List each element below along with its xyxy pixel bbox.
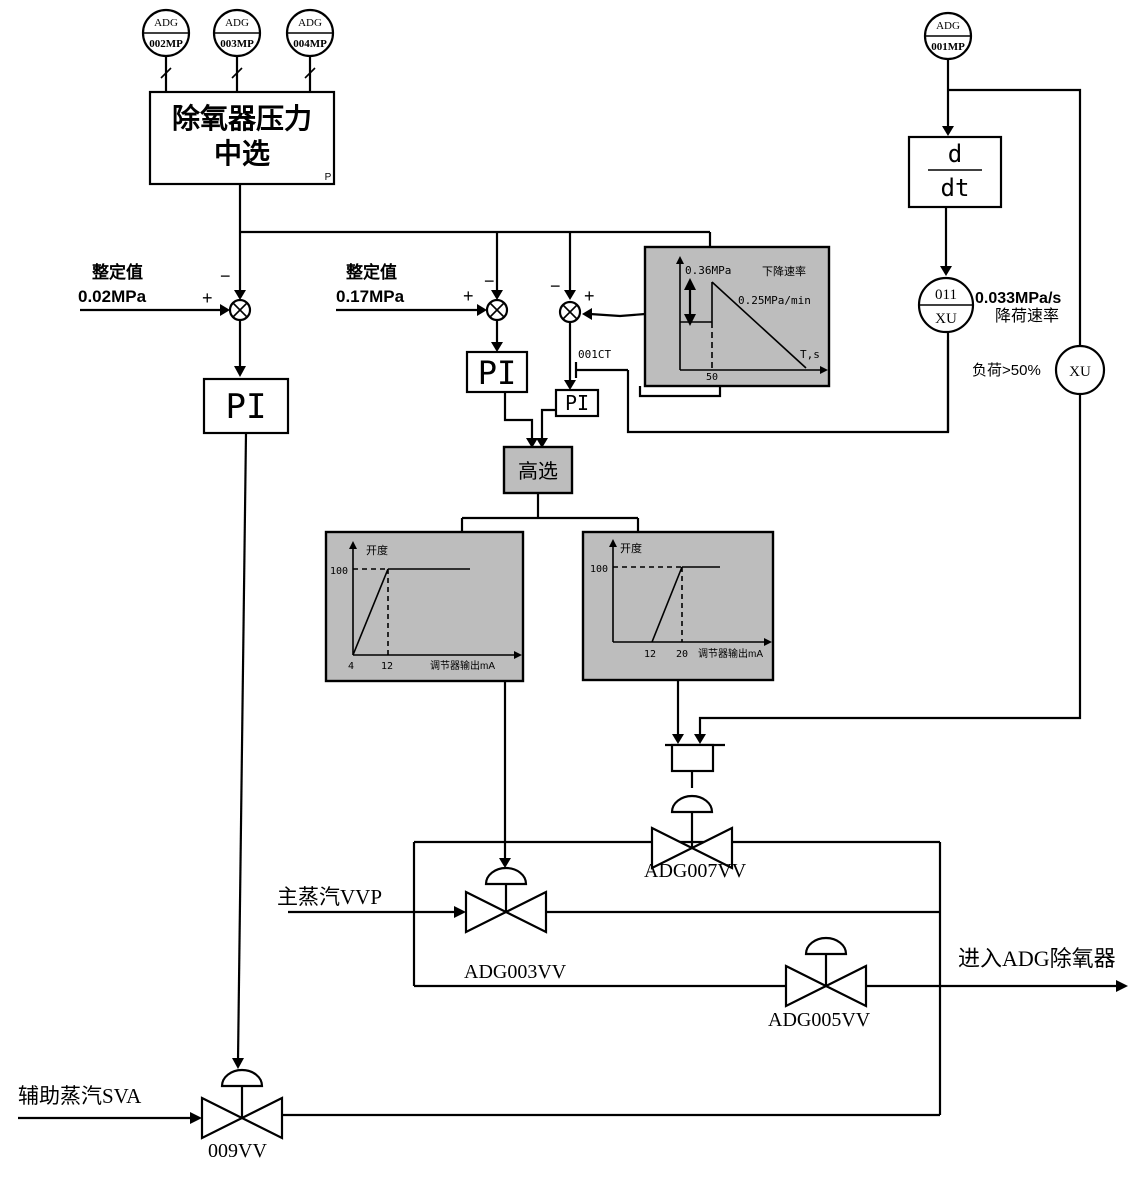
median-select-block: 除氧器压力 中选 P — [148, 90, 336, 186]
valve-curve-chart-2: 开度 100 12 20 调节器输出mA — [581, 530, 775, 682]
load-condition: 负荷>50% — [972, 362, 1041, 379]
ramp-y-label: 0.36MPa — [685, 264, 731, 277]
pi-label: PI — [565, 391, 589, 415]
transmitter-004mp: ADG 004MP — [285, 8, 335, 58]
setpoint-2-value: 0.17MPa — [336, 287, 405, 306]
xu-load-block: XU — [1054, 344, 1106, 396]
transmitter-tag-bottom: 001MP — [931, 41, 965, 53]
transmitter-tag-bottom: 002MP — [149, 38, 183, 50]
chart1-y-label: 开度 — [366, 543, 388, 557]
ramp-x-label: T,s — [800, 348, 820, 361]
valve-007-switch — [665, 743, 725, 773]
aux-steam-label: 辅助蒸汽SVA — [18, 1084, 142, 1108]
valve-adg007vv — [650, 794, 734, 870]
ramp-note-line1: 下降速率 — [762, 264, 806, 278]
chart2-y-label: 开度 — [620, 541, 642, 555]
valve-009-label: 009VV — [208, 1140, 267, 1162]
summing-junction-1 — [228, 298, 252, 322]
plus-sign: + — [202, 288, 213, 308]
setpoint-1-label: 整定值 — [92, 262, 143, 282]
minus-sign: − — [550, 276, 561, 296]
plus-sign: + — [463, 286, 474, 306]
derivative-denominator: dt — [941, 174, 970, 202]
rate-note-line1: 0.033MPa/s — [975, 290, 1061, 307]
rate-note-line2: 降荷速率 — [995, 307, 1059, 325]
pi-controller-1: PI — [202, 377, 290, 435]
chart1-x-label: 调节器输出mA — [430, 659, 495, 672]
transmitter-signal-lines — [160, 56, 316, 92]
median-select-corner: P — [325, 172, 332, 183]
minus-sign: − — [220, 266, 231, 286]
high-select-block: 高选 — [502, 445, 574, 495]
setpoint-2-label: 整定值 — [346, 262, 397, 282]
setpoint-1-value: 0.02MPa — [78, 287, 147, 306]
chart2-x-label: 调节器输出mA — [698, 647, 763, 660]
pressure-signal-bus — [234, 184, 712, 300]
chart1-x-tick-2: 12 — [381, 661, 393, 672]
ramp-rate-chart: 0.36MPa T,s 50 下降速率 0.25MPa/min — [643, 245, 831, 388]
transmitter-tag-top: ADG — [154, 17, 178, 29]
transmitter-001mp: ADG 001MP — [923, 11, 973, 61]
ramp-note-line2: 0.25MPa/min — [738, 294, 811, 307]
summing-junction-2 — [485, 298, 509, 322]
summing-junction-3 — [558, 300, 582, 324]
main-steam-label: 主蒸汽VVP — [277, 885, 382, 909]
transmitter-tag-bottom: 004MP — [293, 38, 327, 50]
xu-011-block: 011 XU — [917, 276, 975, 334]
valve-adg005vv — [784, 936, 868, 1008]
xu-load-label: XU — [1069, 364, 1091, 380]
chart2-y-tick: 100 — [590, 564, 608, 575]
transmitter-003mp: ADG 003MP — [212, 8, 262, 58]
valve-007-label: ADG007VV — [644, 860, 747, 882]
valve-adg003vv — [464, 866, 548, 934]
ramp-x-tick: 50 — [706, 372, 718, 383]
transmitter-tag-top: ADG — [225, 17, 249, 29]
valve-009vv — [200, 1068, 284, 1140]
derivative-block: d dt — [907, 135, 1003, 209]
chart1-x-tick-1: 4 — [348, 661, 354, 672]
pi-label: PI — [226, 387, 267, 427]
median-select-subtitle: 中选 — [214, 138, 270, 169]
transmitter-tag-bottom: 003MP — [220, 38, 254, 50]
transmitter-002mp: ADG 002MP — [141, 8, 191, 58]
derivative-numerator: d — [948, 140, 962, 168]
pi-controller-3: PI — [554, 388, 600, 418]
transmitter-tag-top: ADG — [936, 20, 960, 32]
pi-controller-2: PI — [465, 350, 529, 394]
chart2-x-tick-1: 12 — [644, 649, 656, 660]
valve-curve-chart-1: 开度 100 4 12 调节器输出mA — [324, 530, 525, 683]
xu011-top: 011 — [935, 287, 957, 303]
transmitter-tag-top: ADG — [298, 17, 322, 29]
ct-label: 001CT — [578, 348, 611, 361]
chart2-x-tick-2: 20 — [676, 649, 688, 660]
high-select-label: 高选 — [518, 460, 558, 483]
pi-label: PI — [478, 354, 517, 392]
minus-sign: − — [484, 271, 495, 291]
valve-003-label: ADG003VV — [464, 961, 567, 983]
outlet-label: 进入ADG除氧器 — [958, 946, 1116, 971]
piping — [18, 840, 1128, 1124]
median-select-title: 除氧器压力 — [172, 102, 312, 134]
chart1-y-tick: 100 — [330, 566, 348, 577]
xu011-bottom: XU — [935, 311, 957, 327]
valve-005-label: ADG005VV — [768, 1009, 871, 1031]
plus-sign: + — [584, 286, 595, 306]
